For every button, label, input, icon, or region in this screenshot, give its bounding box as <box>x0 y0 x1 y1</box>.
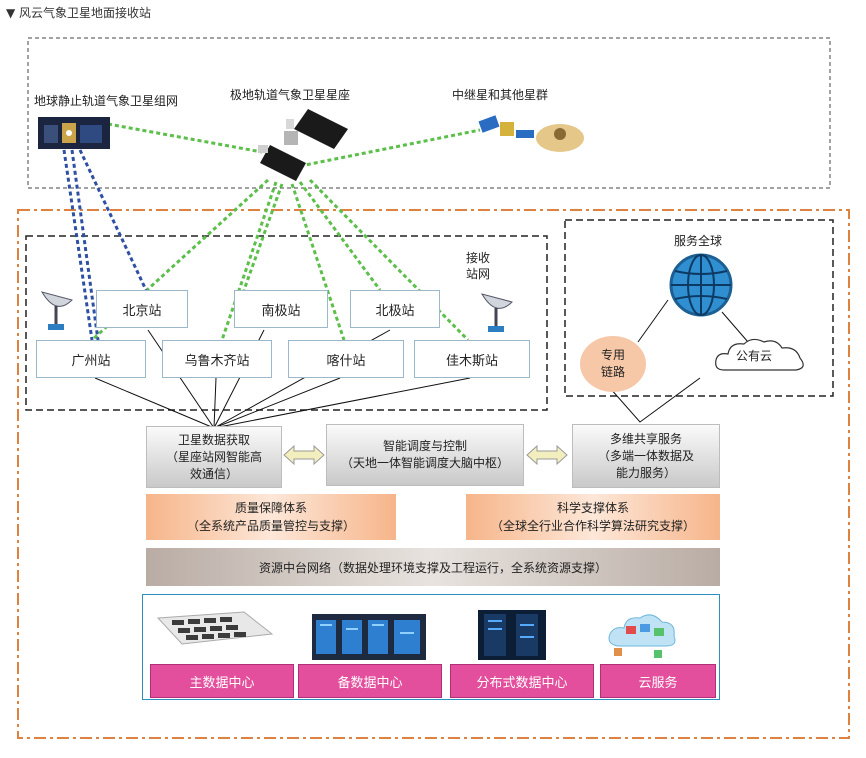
data-acquisition-box: 卫星数据获取 （星座站网智能高 效通信） <box>146 426 282 488</box>
dedicated-link-line2: 链路 <box>600 365 625 379</box>
station-beiji: 北极站 <box>350 290 440 328</box>
shared-service-line3: 能力服务） <box>615 465 676 480</box>
polar-satellite-image <box>250 105 350 183</box>
link-geo-beijing <box>78 149 148 291</box>
shared-service-line2: （多端一体数据及 <box>597 448 694 463</box>
public-cloud-label: 公有云 <box>736 349 773 363</box>
wire-kashi <box>213 377 341 429</box>
resource-platform-band: 资源中台网络（数据处理环境支撑及工程运行，全系统资源支撑） <box>146 548 720 586</box>
polar-satellite-label: 极地轨道气象卫星星座 <box>230 88 351 102</box>
antenna-dish-left-icon <box>38 286 74 336</box>
backup-datacenter-image <box>312 614 426 660</box>
relay-satellite-label: 中继星和其他星群 <box>452 88 549 102</box>
intelligent-dispatch-title: 智能调度与控制 <box>382 439 467 453</box>
station-network-label: 接收 站网 <box>466 250 490 282</box>
link-geo-polar <box>107 122 263 154</box>
science-support-title: 科学支撑体系 <box>556 501 629 515</box>
station-beijing: 北京站 <box>96 290 188 328</box>
relay-satellite-image <box>478 108 588 160</box>
quality-assurance-subtitle: （全系统产品质量管控与支撑） <box>186 519 355 533</box>
wire-jiamusi <box>213 377 471 429</box>
distributed-datacenter-image <box>478 610 546 660</box>
data-acquisition-title: 卫星数据获取 <box>177 432 250 447</box>
cloud-service-image <box>604 606 680 662</box>
distributed-datacenter-button: 分布式数据中心 <box>450 664 594 698</box>
wire-globe-dedicated <box>637 299 669 343</box>
double-arrow-right-icon <box>526 444 568 470</box>
geo-satellite-label: 地球静止轨道气象卫星组网 <box>34 94 179 108</box>
main-datacenter-image <box>152 604 276 656</box>
quality-assurance-band: 质量保障体系 （全系统产品质量管控与支撑） <box>146 494 396 540</box>
station-nanji: 南极站 <box>234 290 328 328</box>
link-geo-guangzhou-b <box>70 149 100 341</box>
station-network-label-line2: 站网 <box>466 267 491 281</box>
data-acquisition-line3: 效通信） <box>189 466 238 481</box>
globe-icon <box>668 252 734 322</box>
station-jiamusi: 佳木斯站 <box>414 340 530 378</box>
station-kashi: 喀什站 <box>288 340 404 378</box>
page-title: ▼ 风云气象卫星地面接收站 <box>6 6 152 20</box>
science-support-band: 科学支撑体系 （全球全行业合作科学算法研究支撑） <box>466 494 720 540</box>
station-network-label-line1: 接收 <box>466 251 491 265</box>
satellite-layer-box <box>27 37 831 189</box>
intelligent-dispatch-box: 智能调度与控制 （天地一体智能调度大脑中枢） <box>326 424 524 486</box>
data-center-area <box>142 594 720 700</box>
dedicated-link-label: 专用 链路 <box>580 336 646 392</box>
link-polar-beiji <box>298 181 382 291</box>
double-arrow-left-icon <box>283 444 325 470</box>
science-support-subtitle: （全球全行业合作科学算法研究支撑） <box>490 519 695 533</box>
antenna-dish-right-icon <box>478 288 514 338</box>
cloud-service-button: 云服务 <box>600 664 716 698</box>
backup-datacenter-button: 备数据中心 <box>298 664 442 698</box>
geo-satellite-image <box>38 117 110 149</box>
quality-assurance-title: 质量保障体系 <box>234 501 307 515</box>
wire-guangzhou <box>94 377 215 429</box>
link-polar-nanji <box>242 183 284 291</box>
dedicated-link-line1: 专用 <box>600 348 625 362</box>
station-guangzhou: 广州站 <box>36 340 146 378</box>
public-cloud-icon: 公有云 <box>712 334 810 374</box>
global-service-label: 服务全球 <box>674 234 723 248</box>
shared-service-box: 多维共享服务 （多端一体数据及 能力服务） <box>572 424 720 488</box>
data-acquisition-line2: （星座站网智能高 <box>165 449 262 464</box>
station-urumqi: 乌鲁木齐站 <box>162 340 272 378</box>
wire-urumqi <box>213 377 217 429</box>
main-datacenter-button: 主数据中心 <box>150 664 294 698</box>
shared-service-title: 多维共享服务 <box>609 431 682 446</box>
intelligent-dispatch-subtitle: （天地一体智能调度大脑中枢） <box>340 456 509 470</box>
